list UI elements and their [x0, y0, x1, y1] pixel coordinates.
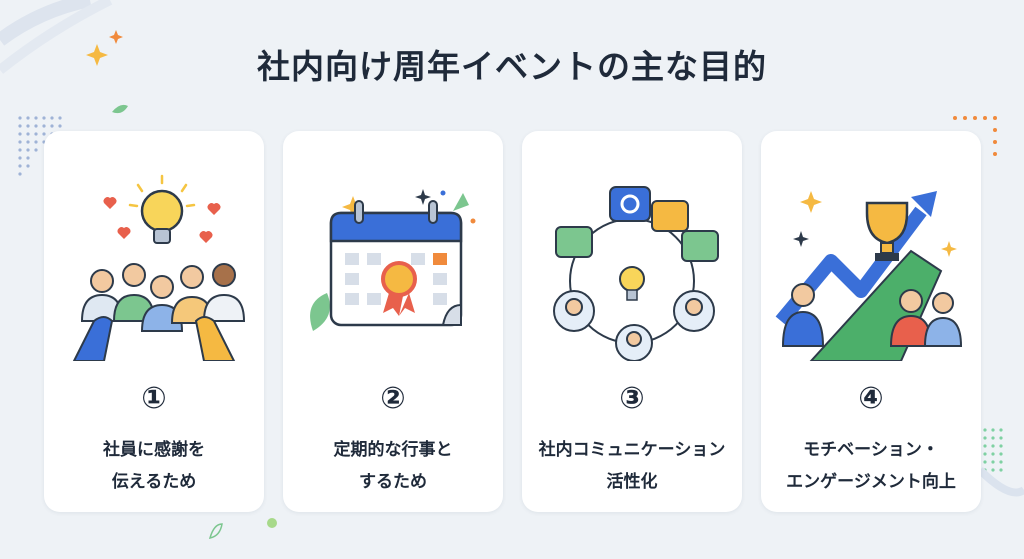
- card-number: ①: [141, 381, 167, 416]
- card-2: ② 定期的な行事と するため: [283, 131, 503, 512]
- card-label: 定期的な行事と するため: [283, 434, 503, 498]
- card-number: ③: [619, 381, 645, 416]
- card-label-line: 社内コミュニケーション: [538, 440, 726, 460]
- appreciation-icon: [72, 174, 246, 361]
- card-label-line: するため: [359, 472, 427, 492]
- card-3: ③ 社内コミュニケーション 活性化: [522, 131, 742, 512]
- card-label-line: エンゲージメント向上: [786, 472, 956, 492]
- card-number: ②: [380, 381, 406, 416]
- card-label: 社内コミュニケーション 活性化: [522, 434, 742, 498]
- calendar-icon: [310, 189, 476, 331]
- card-label-line: 活性化: [606, 472, 658, 492]
- communication-icon: [553, 186, 719, 361]
- page-title: 社内向け周年イベントの主な目的: [257, 47, 767, 86]
- card-label: 社員に感謝を 伝えるため: [44, 434, 264, 498]
- card-label-line: 定期的な行事と: [333, 440, 453, 460]
- card-label: モチベーション・ エンゲージメント向上: [761, 434, 981, 498]
- card-label-line: 社員に感謝を: [103, 440, 205, 460]
- card-label-line: 伝えるため: [111, 472, 197, 492]
- trophy-icon: [775, 191, 963, 361]
- card-4: ④ モチベーション・ エンゲージメント向上: [761, 131, 981, 512]
- card-number: ④: [858, 381, 884, 416]
- card-1: ① 社員に感謝を 伝えるため: [44, 131, 264, 512]
- card-label-line: モチベーション・: [803, 440, 939, 460]
